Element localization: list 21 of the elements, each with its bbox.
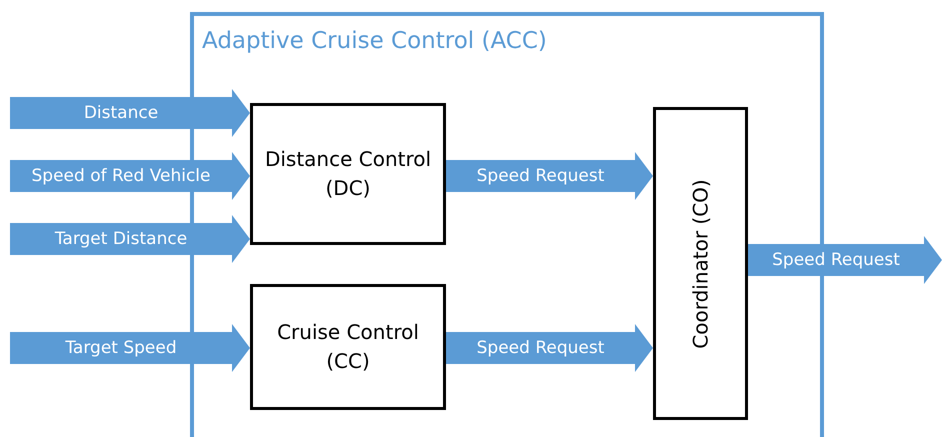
edge-label: Speed Request: [476, 166, 604, 186]
edge-label: Speed Request: [772, 250, 900, 270]
block-arrow: [446, 152, 653, 200]
process-box: [653, 107, 748, 420]
process-box: [250, 284, 446, 410]
edge-label: Speed Request: [476, 338, 604, 358]
block-arrow: [446, 324, 653, 372]
process-box: [250, 103, 446, 245]
edge-label: Distance: [84, 103, 158, 123]
block-arrow: [10, 324, 250, 372]
block-arrow: [10, 215, 250, 263]
box-label: Cruise Control (CC): [276, 319, 420, 375]
system-title: Adaptive Cruise Control (ACC): [202, 28, 547, 54]
block-arrow: [10, 89, 250, 137]
edge-label: Speed of Red Vehicle: [32, 166, 210, 186]
box-label: Distance Control (DC): [264, 146, 432, 202]
edge-label: Target Speed: [65, 338, 177, 358]
edge-label: Target Distance: [54, 229, 188, 249]
block-arrow: [748, 236, 942, 284]
box-label: Coordinator (CO): [687, 178, 713, 350]
block-arrow: [10, 152, 250, 200]
